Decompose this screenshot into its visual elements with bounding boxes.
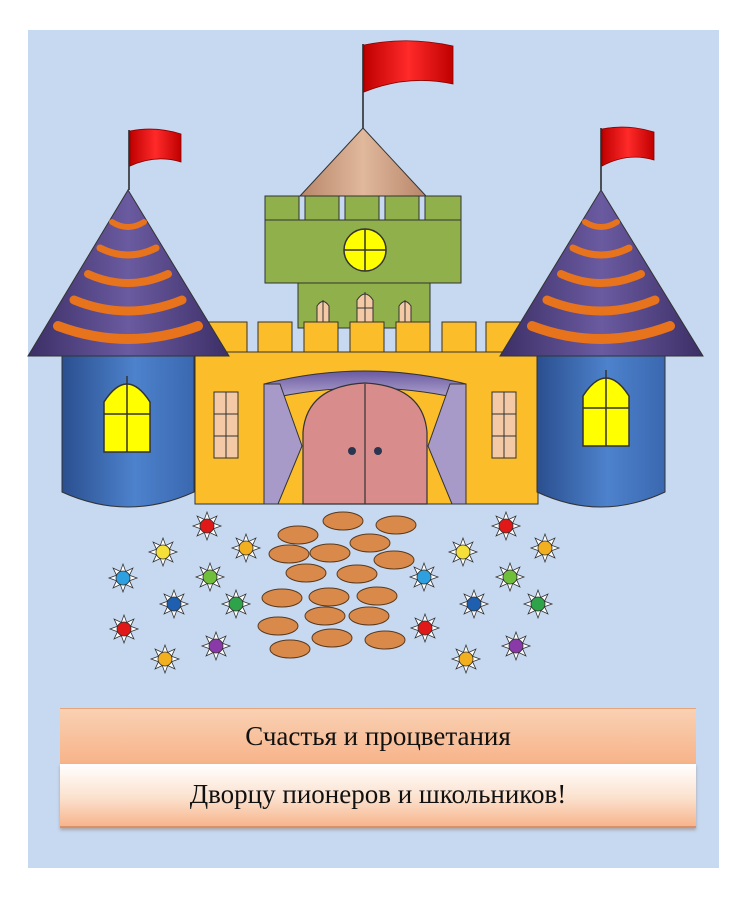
right-tower-window <box>582 370 630 447</box>
flower <box>529 532 561 564</box>
flower <box>147 536 179 568</box>
paving-stone <box>285 563 327 583</box>
central-keep <box>264 127 462 329</box>
paving-stone <box>308 587 350 607</box>
flower <box>458 588 490 620</box>
flower <box>522 588 554 620</box>
greeting-line-2: Дворцу пионеров и школьников! <box>60 764 696 828</box>
paving-stone <box>311 628 353 648</box>
flower <box>149 643 181 675</box>
flower <box>409 612 441 644</box>
right-tower <box>499 189 704 508</box>
greeting-line-1: Счастья и процветания <box>60 708 696 764</box>
flower <box>194 561 226 593</box>
paving-stone <box>348 606 390 626</box>
flower <box>108 613 140 645</box>
flower <box>494 561 526 593</box>
paving-stone <box>268 544 310 564</box>
flower <box>220 588 252 620</box>
paving-stone <box>309 543 351 563</box>
left-tower <box>27 189 230 508</box>
flower <box>230 532 262 564</box>
stone-path <box>257 511 417 659</box>
castle-door <box>302 382 428 505</box>
flower <box>191 510 223 542</box>
paving-stone <box>349 533 391 553</box>
flower <box>490 510 522 542</box>
paving-stone <box>356 586 398 606</box>
wall-window-left <box>213 391 239 459</box>
left-tower-window <box>103 376 151 453</box>
paving-stone <box>304 606 346 626</box>
paving-stone <box>322 511 364 531</box>
wall-window-right <box>491 391 517 459</box>
castle-wall <box>194 321 539 505</box>
paving-stone <box>336 564 378 584</box>
paving-stone <box>257 616 299 636</box>
keep-window-left <box>316 300 330 323</box>
flower <box>447 536 479 568</box>
paving-stone <box>261 588 303 608</box>
center-flag <box>362 40 454 130</box>
flower <box>408 561 440 593</box>
flower <box>158 588 190 620</box>
paving-stone <box>375 515 417 535</box>
round-window <box>343 228 387 272</box>
paving-stone <box>269 639 311 659</box>
left-flag <box>128 128 182 190</box>
paving-stone <box>364 630 406 650</box>
flower <box>107 562 139 594</box>
flower-bed <box>107 510 561 675</box>
paving-stone <box>277 525 319 545</box>
paving-stone <box>373 550 415 570</box>
flower <box>450 643 482 675</box>
right-flag <box>600 126 655 190</box>
keep-window-center <box>356 292 374 323</box>
flower <box>200 630 232 662</box>
keep-window-right <box>398 300 412 323</box>
flower <box>500 630 532 662</box>
